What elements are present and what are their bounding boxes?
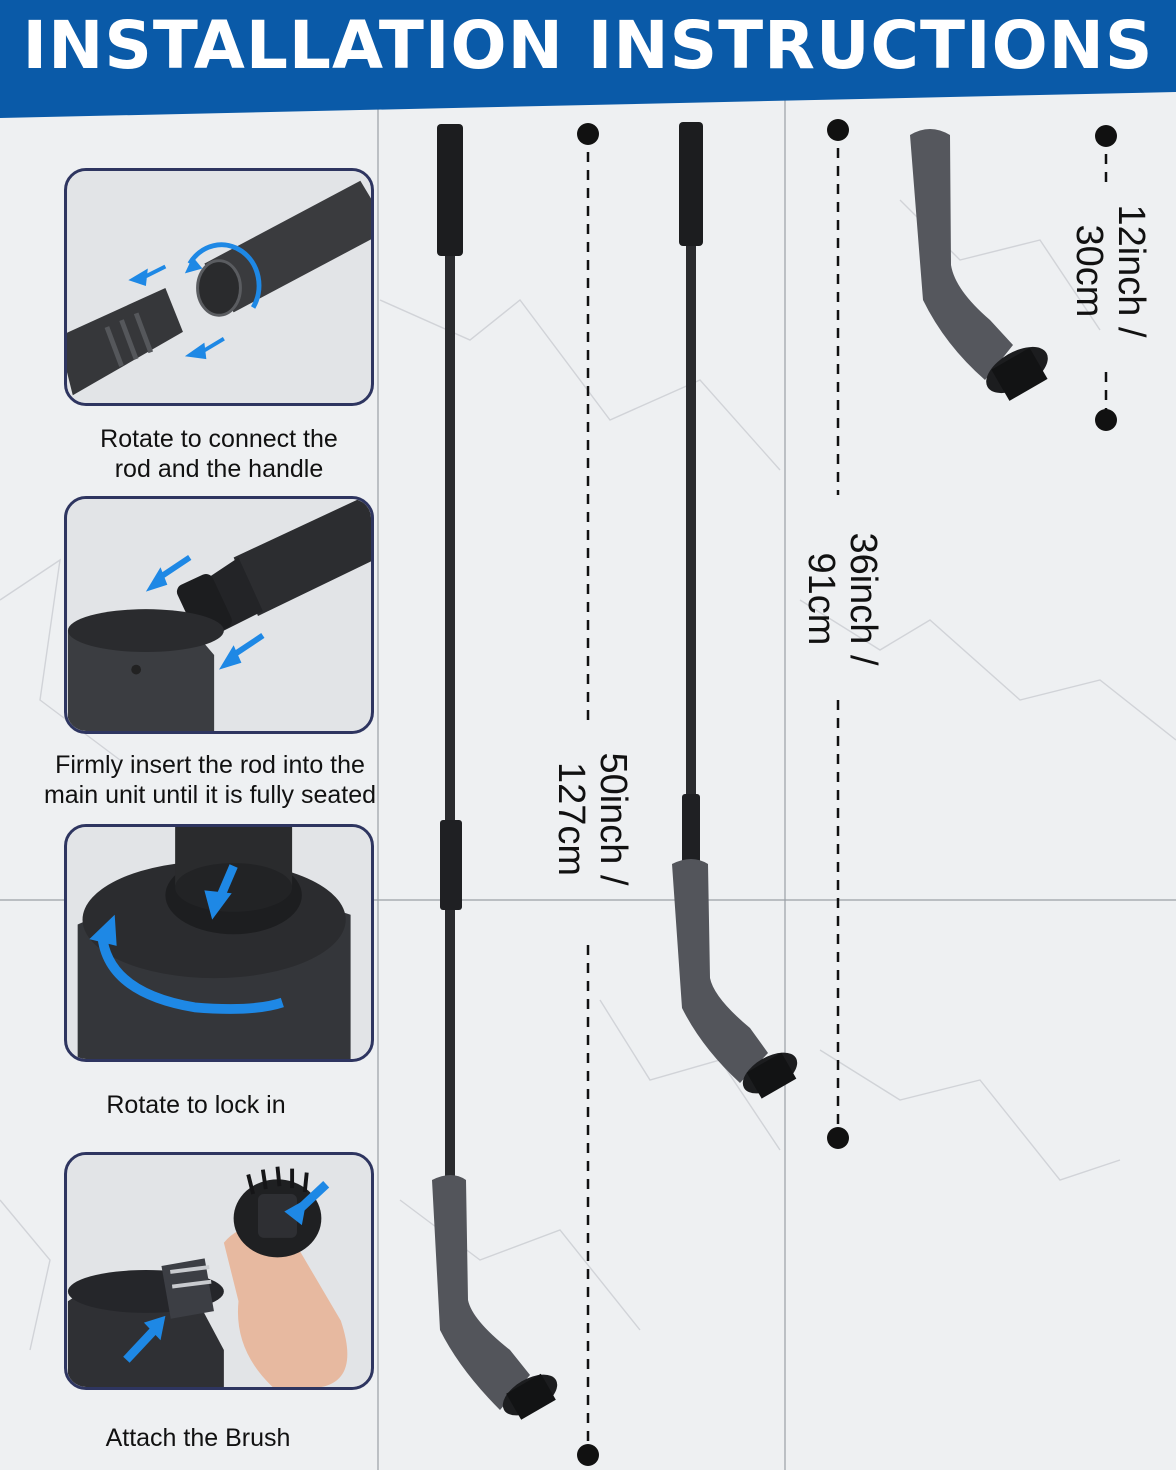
step-3-caption: Rotate to lock in: [46, 1090, 346, 1120]
step-2-image: [64, 496, 374, 734]
tool-36inch: [672, 122, 798, 1099]
step-2-caption-line2: main unit until it is fully seated: [43, 781, 377, 809]
attach-brush-illustration: [67, 1155, 371, 1387]
step-1-caption-line1: Rotate to connect the: [100, 425, 338, 453]
step-2-caption: Firmly insert the rod into the main unit…: [0, 750, 420, 810]
step-4-caption: Attach the Brush: [48, 1423, 348, 1453]
dim-50-dot-top: [577, 123, 599, 145]
dim-label-36inch: 36inch / 91cm: [800, 524, 884, 674]
step-4-caption-line1: Attach the Brush: [105, 1424, 291, 1452]
step-1-image: [64, 168, 374, 406]
dim-50-line2: 127cm: [550, 761, 592, 877]
dim-12-dot-bottom: [1095, 409, 1117, 431]
step-1-caption-line2: rod and the handle: [114, 455, 324, 483]
step-1-caption: Rotate to connect the rod and the handle: [64, 424, 374, 484]
dim-12-line2: 30cm: [1068, 224, 1110, 318]
dim-label-50inch: 50inch / 127cm: [550, 744, 634, 894]
dim-label-12inch: 12inch / 30cm: [1068, 196, 1152, 346]
insert-rod-illustration: [67, 499, 371, 731]
tool-50inch: [432, 124, 558, 1420]
dim-36-dot-bottom: [827, 1127, 849, 1149]
dim-36-line1: 36inch /: [842, 532, 884, 666]
page-title: INSTALLATION INSTRUCTIONS: [22, 7, 1154, 84]
rotate-lock-illustration: [67, 827, 371, 1059]
dim-12-line1: 12inch /: [1110, 204, 1152, 338]
rod-handle-illustration: [67, 171, 371, 403]
dim-50-line1: 50inch /: [592, 752, 634, 886]
step-4-image: [64, 1152, 374, 1390]
step-3-caption-line1: Rotate to lock in: [106, 1091, 286, 1119]
step-2-caption-line1: Firmly insert the rod into the: [55, 751, 365, 779]
banner-shape: [0, 0, 1176, 118]
dim-12-dot-top: [1095, 125, 1117, 147]
step-3-image: [64, 824, 374, 1062]
dim-36-line2: 91cm: [800, 552, 842, 646]
dim-36-dot-top: [827, 119, 849, 141]
dim-50-dot-bottom: [577, 1444, 599, 1466]
header-banner: INSTALLATION INSTRUCTIONS: [0, 0, 1176, 120]
tool-12inch: [910, 129, 1048, 401]
